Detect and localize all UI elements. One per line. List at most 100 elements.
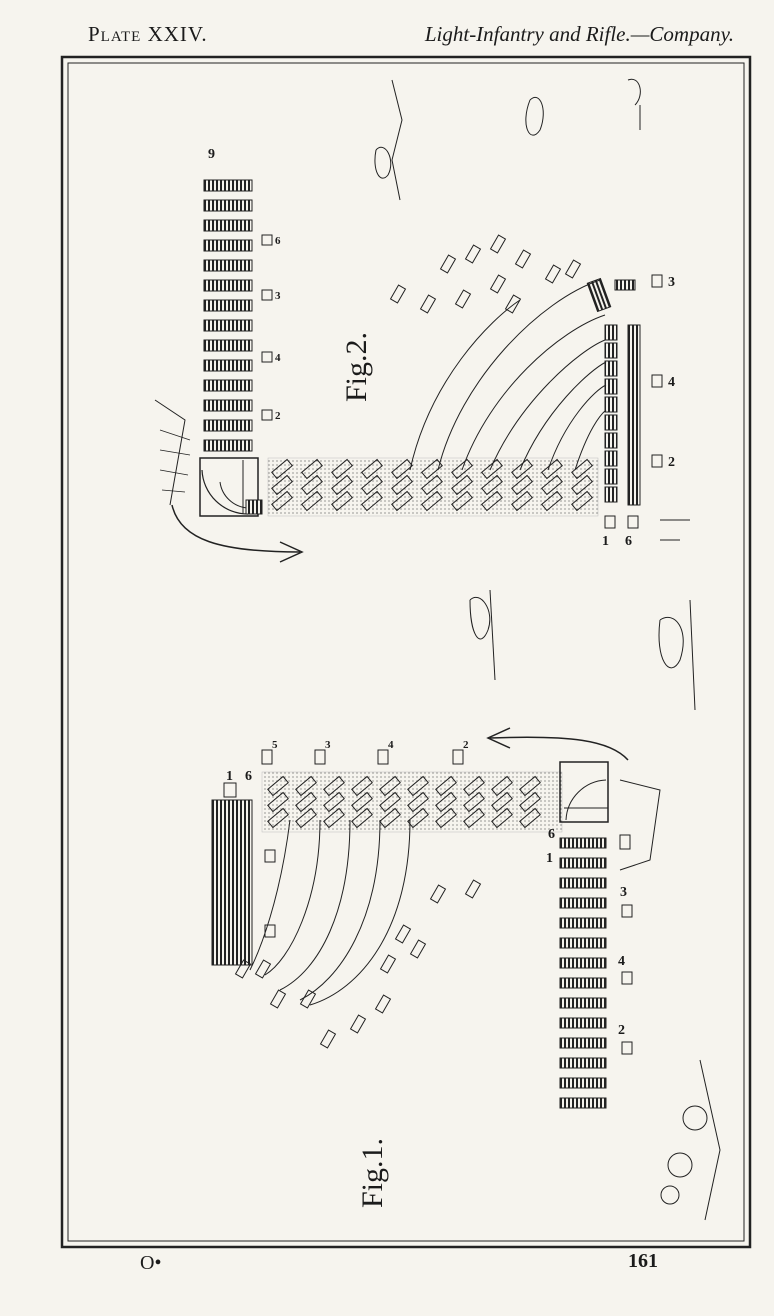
diagonal-rank <box>391 474 413 496</box>
officer-marker <box>261 234 273 246</box>
diagonal-rank <box>267 791 289 813</box>
officer-marker <box>621 904 633 918</box>
officer-marker <box>651 374 663 388</box>
rank-number: 3 <box>325 739 331 751</box>
rank-number: 2 <box>618 1023 625 1038</box>
diagonal-rank <box>379 775 401 797</box>
fig2-label: Fig.2. <box>340 331 373 402</box>
fig2-arcs <box>409 279 607 471</box>
rank-number: 3 <box>620 885 627 900</box>
rank-number: 6 <box>275 235 281 247</box>
officer-marker <box>452 749 464 765</box>
rank-block <box>559 857 607 869</box>
diagonal-rank <box>421 490 443 512</box>
rank-block <box>211 799 253 966</box>
diagonal-rank <box>361 474 383 496</box>
rank-block <box>604 342 618 359</box>
footer-left-mark: O• <box>140 1252 162 1274</box>
rank-number: 2 <box>275 410 281 422</box>
diagonal-rank <box>491 775 513 797</box>
diagonal-rank <box>301 474 323 496</box>
fig2-arrow <box>154 399 304 563</box>
diagonal-rank <box>541 458 563 480</box>
rank-number: 1 <box>546 851 553 866</box>
rank-block <box>203 359 253 372</box>
diagonal-rank <box>451 474 473 496</box>
rank-number: 6 <box>625 534 632 549</box>
scattered-rank <box>299 989 317 1009</box>
diagonal-rank <box>519 775 541 797</box>
diagonal-rank <box>481 490 503 512</box>
plate-header-title: Light-Infantry and Rifle.—Company. <box>424 22 734 46</box>
diagonal-rank <box>463 791 485 813</box>
rank-block <box>559 997 607 1009</box>
officer-marker <box>627 515 639 529</box>
rank-block <box>627 324 641 506</box>
diagonal-rank <box>435 807 457 829</box>
rank-block <box>559 957 607 969</box>
rank-block <box>559 1077 607 1089</box>
scattered-rank <box>504 294 522 314</box>
diagonal-rank <box>491 807 513 829</box>
fig1-arcs <box>249 819 411 1006</box>
diagonal-rank <box>481 458 503 480</box>
scattered-rank <box>379 954 397 974</box>
scattered-rank <box>454 289 472 309</box>
diagonal-rank <box>331 474 353 496</box>
officer-marker <box>651 454 663 468</box>
rank-block <box>604 360 618 377</box>
rank-number: 6 <box>245 769 252 784</box>
scattered-rank <box>394 924 412 944</box>
fig2-terrain <box>374 78 690 541</box>
scattered-rank <box>514 249 532 269</box>
fig1-scattered-ranks <box>234 775 541 1049</box>
rank-block <box>559 1097 607 1109</box>
rank-block <box>203 419 253 432</box>
officer-marker <box>621 971 633 985</box>
rank-block <box>604 324 618 341</box>
officer-marker <box>619 834 631 850</box>
diagonal-rank <box>323 791 345 813</box>
rank-block <box>559 977 607 989</box>
rank-block <box>604 396 618 413</box>
diagonal-rank <box>271 458 293 480</box>
rank-block <box>203 399 253 412</box>
rank-block <box>203 319 253 332</box>
diagonal-rank <box>271 474 293 496</box>
rank-number: 2 <box>668 455 675 470</box>
scattered-rank <box>489 234 507 254</box>
diagonal-rank <box>295 775 317 797</box>
rank-block <box>559 897 607 909</box>
diagonal-rank <box>421 458 443 480</box>
diagonal-rank <box>421 474 443 496</box>
plate-header-left: Plate XXIV. <box>88 22 208 46</box>
rank-number: 2 <box>463 739 469 751</box>
diagonal-rank <box>351 791 373 813</box>
rank-block <box>586 277 612 313</box>
rank-number: 4 <box>388 739 394 751</box>
officer-marker <box>261 289 273 301</box>
scattered-rank <box>419 294 437 314</box>
diagonal-rank <box>407 791 429 813</box>
diagonal-rank <box>267 775 289 797</box>
rank-block <box>203 179 253 192</box>
diagonal-rank <box>361 458 383 480</box>
scattered-rank <box>349 1014 367 1034</box>
rank-number: 4 <box>275 352 281 364</box>
fig2-quadrant <box>199 457 263 517</box>
rank-number: 6 <box>548 827 555 842</box>
diagonal-rank <box>301 458 323 480</box>
diagonal-rank <box>541 474 563 496</box>
diagonal-rank <box>511 474 533 496</box>
rank-block <box>604 378 618 395</box>
diagonal-rank <box>379 791 401 813</box>
rank-number: 5 <box>272 739 278 751</box>
diagonal-rank <box>391 490 413 512</box>
diagonal-rank <box>571 474 593 496</box>
scattered-rank <box>564 259 582 279</box>
fig2-scattered-ranks <box>271 234 593 512</box>
